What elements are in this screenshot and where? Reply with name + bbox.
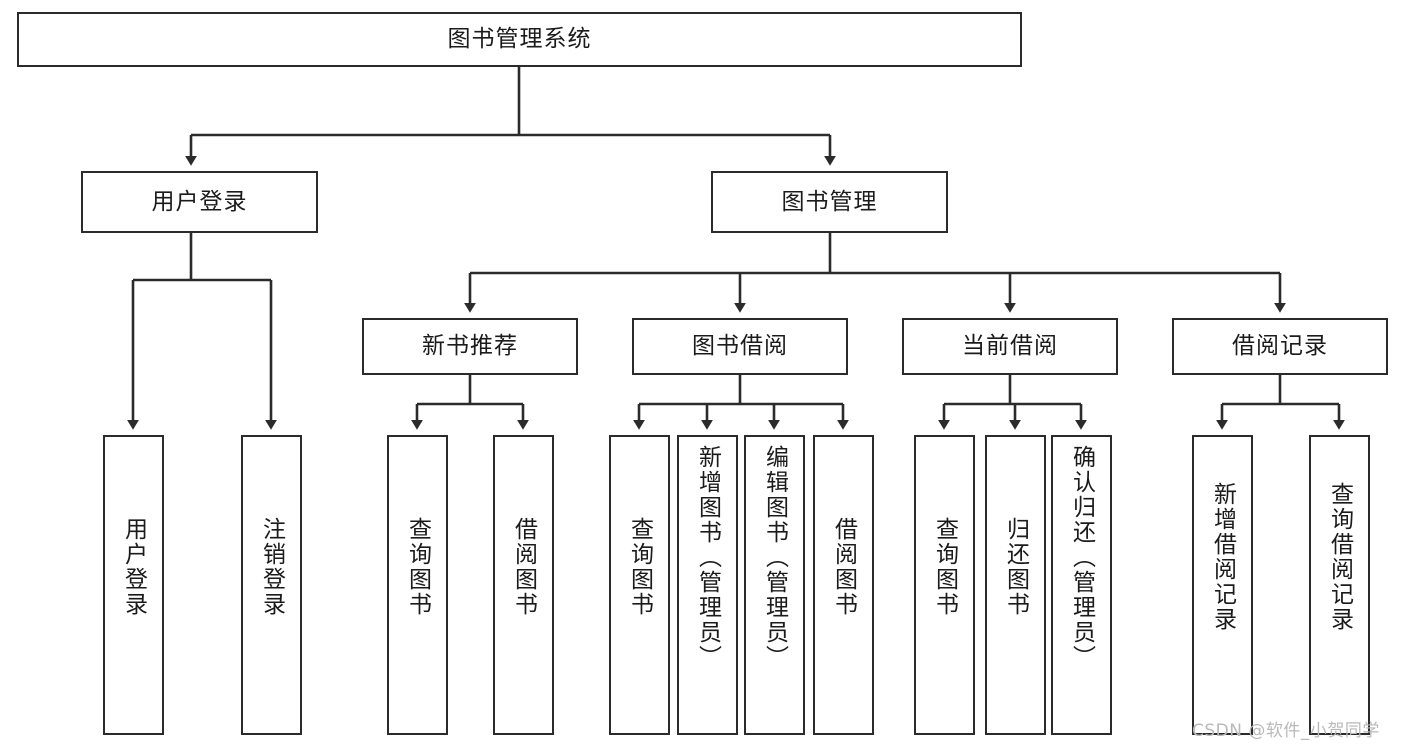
leaf-borrow-book-2-label: 借阅图书 <box>830 517 857 617</box>
leaf-query-borrow-record[interactable]: 查询借阅记录 <box>1309 435 1370 735</box>
node-book-borrow-label: 图书借阅 <box>692 333 788 360</box>
leaf-borrow-book-2[interactable]: 借阅图书 <box>813 435 874 735</box>
leaf-add-borrow-record-label: 新增借阅记录 <box>1209 482 1236 632</box>
node-borrow-record-label: 借阅记录 <box>1232 333 1328 360</box>
node-book-management-label: 图书管理 <box>781 188 878 215</box>
leaf-query-book-2[interactable]: 查询图书 <box>609 435 670 735</box>
leaf-confirm-return-admin[interactable]: 确认归还（管理员） <box>1051 435 1112 735</box>
node-root-system[interactable]: 图书管理系统 <box>17 12 1022 67</box>
node-root-system-label: 图书管理系统 <box>447 26 592 53</box>
node-user-login-label: 用户登录 <box>151 188 248 215</box>
leaf-logout-label: 注销登录 <box>258 517 285 617</box>
leaf-borrow-book-1-label: 借阅图书 <box>510 517 537 617</box>
leaf-query-book-1-label: 查询图书 <box>404 517 431 617</box>
leaf-add-book-admin[interactable]: 新增图书（管理员） <box>677 435 738 735</box>
leaf-query-book-3[interactable]: 查询图书 <box>914 435 975 735</box>
leaf-query-book-3-label: 查询图书 <box>931 517 958 617</box>
leaf-query-book-2-label: 查询图书 <box>626 517 653 617</box>
node-current-borrow[interactable]: 当前借阅 <box>902 318 1118 375</box>
leaf-add-book-admin-label: 新增图书（管理员） <box>694 445 721 670</box>
node-new-book-recommend[interactable]: 新书推荐 <box>362 318 578 375</box>
node-current-borrow-label: 当前借阅 <box>962 333 1058 360</box>
leaf-return-book-label: 归还图书 <box>1002 517 1029 617</box>
node-user-login[interactable]: 用户登录 <box>81 171 318 233</box>
leaf-edit-book-admin-label: 编辑图书（管理员） <box>761 445 788 670</box>
leaf-confirm-return-admin-label: 确认归还（管理员） <box>1068 445 1095 670</box>
csdn-watermark: CSDN @软件_小贺同学 <box>1192 721 1380 741</box>
node-borrow-record[interactable]: 借阅记录 <box>1172 318 1388 375</box>
node-book-management[interactable]: 图书管理 <box>711 171 948 233</box>
leaf-query-book-1[interactable]: 查询图书 <box>387 435 448 735</box>
leaf-user-login-label: 用户登录 <box>120 517 147 617</box>
node-book-borrow[interactable]: 图书借阅 <box>632 318 848 375</box>
leaf-edit-book-admin[interactable]: 编辑图书（管理员） <box>744 435 805 735</box>
leaf-logout[interactable]: 注销登录 <box>241 435 302 735</box>
node-new-book-recommend-label: 新书推荐 <box>422 333 518 360</box>
leaf-borrow-book-1[interactable]: 借阅图书 <box>493 435 554 735</box>
leaf-query-borrow-record-label: 查询借阅记录 <box>1326 482 1353 632</box>
leaf-add-borrow-record[interactable]: 新增借阅记录 <box>1192 435 1253 735</box>
leaf-return-book[interactable]: 归还图书 <box>985 435 1046 735</box>
leaf-user-login[interactable]: 用户登录 <box>103 435 164 735</box>
